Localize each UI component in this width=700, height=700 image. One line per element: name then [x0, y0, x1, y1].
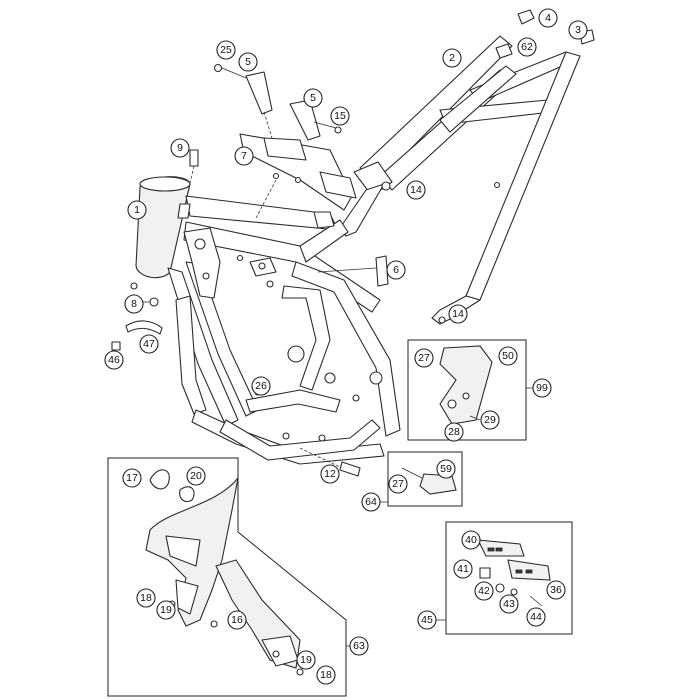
callout-64: 64: [361, 492, 381, 512]
bracket-kit-64: [387, 451, 463, 507]
svg-text:4: 4: [545, 12, 551, 24]
svg-text:19: 19: [300, 654, 312, 666]
callout-59: 59: [436, 459, 456, 479]
svg-text:36: 36: [550, 584, 562, 596]
callout-62: 62: [517, 37, 537, 57]
callout-42: 42: [474, 581, 494, 601]
callout-36: 36: [546, 580, 566, 600]
callout-63: 63: [349, 636, 369, 656]
svg-text:59: 59: [440, 463, 452, 475]
callout-4: 4: [538, 8, 558, 28]
svg-text:25: 25: [220, 44, 232, 56]
callout-19-left: 19: [156, 600, 176, 620]
callout-1: 1: [127, 200, 147, 220]
bracket-6: [317, 255, 389, 287]
callout-9: 9: [170, 138, 190, 158]
top-brackets: [213, 63, 357, 219]
main-frame: [135, 176, 401, 465]
svg-text:45: 45: [421, 614, 433, 626]
svg-text:28: 28: [448, 426, 460, 438]
svg-text:16: 16: [231, 614, 243, 626]
rear-subframe: [339, 35, 581, 325]
svg-text:46: 46: [108, 354, 120, 366]
callout-28: 28: [444, 422, 464, 442]
callout-26: 26: [251, 376, 271, 396]
callout-15: 15: [330, 106, 350, 126]
svg-text:7: 7: [241, 150, 247, 162]
footpeg-kit: [445, 521, 573, 635]
callout-50: 50: [498, 346, 518, 366]
svg-text:26: 26: [255, 380, 267, 392]
callout-25: 25: [216, 40, 236, 60]
callout-16: 16: [227, 610, 247, 630]
svg-text:27: 27: [418, 352, 430, 364]
callout-14-top: 14: [406, 180, 426, 200]
svg-text:44: 44: [530, 611, 542, 623]
callout-19-right: 19: [296, 650, 316, 670]
callout-27-box99: 27: [414, 348, 434, 368]
bracket-kit-99: [407, 339, 527, 441]
svg-text:5: 5: [310, 92, 316, 104]
callout-40: 40: [461, 530, 481, 550]
svg-text:27: 27: [392, 478, 404, 490]
svg-text:18: 18: [140, 592, 152, 604]
callout-5-top: 5: [238, 52, 258, 72]
svg-text:47: 47: [143, 338, 155, 350]
callout-14-bottom: 14: [448, 304, 468, 324]
svg-text:8: 8: [131, 298, 137, 310]
small-hardware-left: [111, 282, 163, 351]
part-9-bolt: [185, 149, 199, 201]
callout-8: 8: [124, 294, 144, 314]
callout-2: 2: [442, 48, 462, 68]
callout-5-mid: 5: [303, 88, 323, 108]
svg-text:15: 15: [334, 110, 346, 122]
part-12-axle: [299, 447, 361, 477]
svg-text:2: 2: [449, 52, 455, 64]
svg-text:43: 43: [503, 598, 515, 610]
svg-text:42: 42: [478, 585, 490, 597]
svg-text:6: 6: [393, 264, 399, 276]
svg-text:63: 63: [353, 640, 365, 652]
callout-29: 29: [480, 410, 500, 430]
svg-text:62: 62: [521, 41, 533, 53]
svg-text:41: 41: [457, 563, 469, 575]
svg-text:5: 5: [245, 56, 251, 68]
callout-3: 3: [568, 20, 588, 40]
svg-text:19: 19: [160, 604, 172, 616]
callout-12: 12: [320, 464, 340, 484]
callout-7: 7: [234, 146, 254, 166]
callout-47: 47: [139, 334, 159, 354]
callout-17: 17: [122, 468, 142, 488]
callout-46: 46: [104, 350, 124, 370]
svg-text:50: 50: [502, 350, 514, 362]
callout-20: 20: [186, 466, 206, 486]
callout-18-left: 18: [136, 588, 156, 608]
svg-text:17: 17: [126, 472, 138, 484]
callout-41: 41: [453, 559, 473, 579]
subframe-caps: [495, 9, 595, 59]
svg-text:20: 20: [190, 470, 202, 482]
svg-text:3: 3: [575, 24, 581, 36]
callout-44: 44: [526, 607, 546, 627]
svg-text:99: 99: [536, 382, 548, 394]
svg-text:18: 18: [320, 669, 332, 681]
callout-27-box64: 27: [388, 474, 408, 494]
callout-99: 99: [532, 378, 552, 398]
svg-text:12: 12: [324, 468, 336, 480]
svg-text:1: 1: [134, 204, 140, 216]
svg-text:9: 9: [177, 142, 183, 154]
svg-text:64: 64: [365, 496, 377, 508]
svg-text:29: 29: [484, 414, 496, 426]
svg-text:14: 14: [452, 308, 464, 320]
callout-18-right: 18: [316, 665, 336, 685]
callout-43: 43: [499, 594, 519, 614]
callout-45: 45: [417, 610, 437, 630]
svg-text:40: 40: [465, 534, 477, 546]
svg-text:14: 14: [410, 184, 422, 196]
callout-6: 6: [386, 260, 406, 280]
